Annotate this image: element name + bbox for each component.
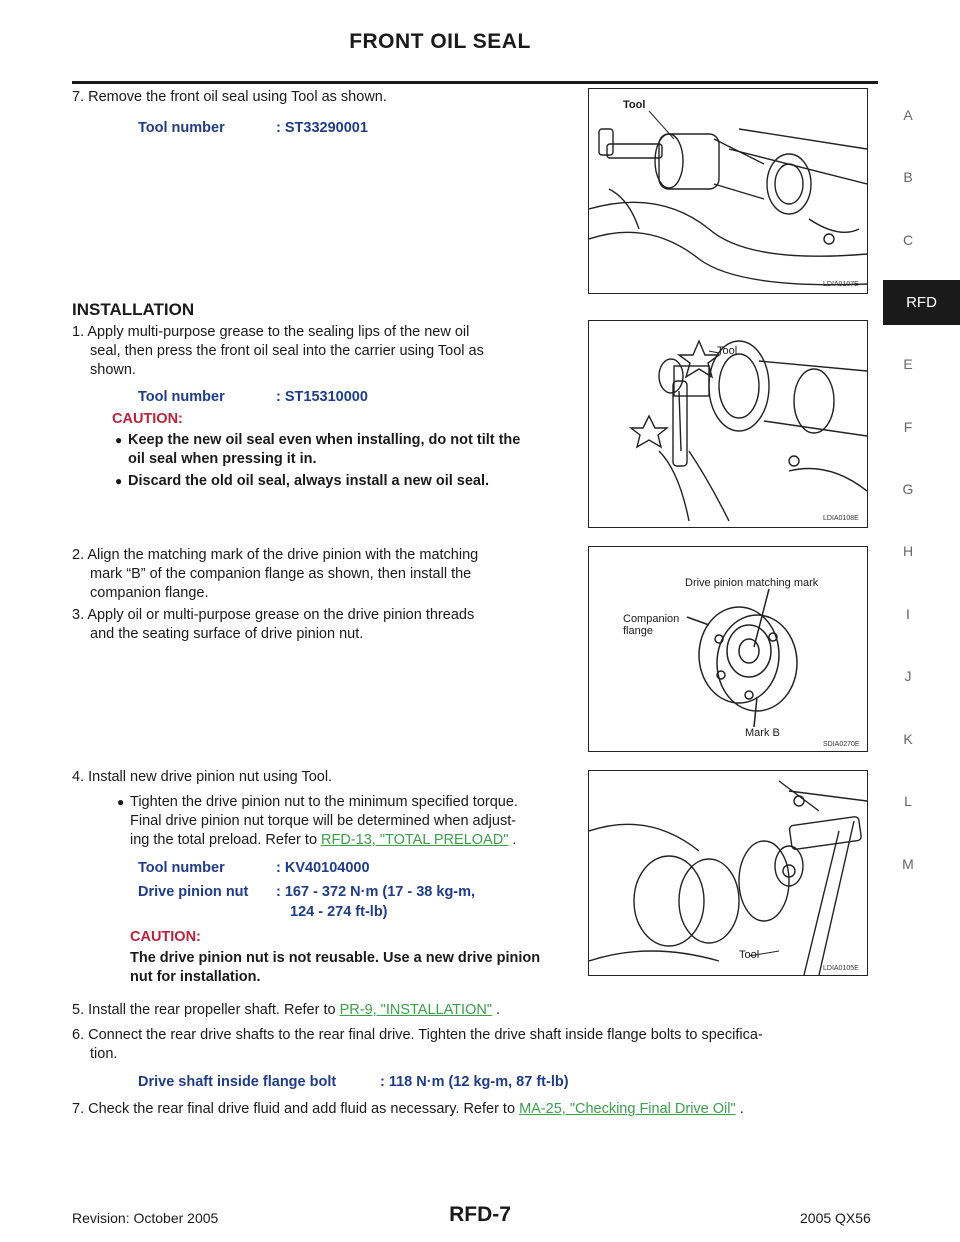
figure-3-companion-label-2: flange <box>623 625 653 637</box>
oil-seal-installation-illustration <box>628 339 867 522</box>
tool-number-value-2: : ST15310000 <box>276 389 368 405</box>
step-1-line-3: shown. <box>90 362 136 378</box>
step-4-bullet-line-3: ing the total preload. Refer to RFD-13, … <box>130 831 516 850</box>
installation-heading: INSTALLATION <box>72 300 195 319</box>
step-5-period: . <box>496 1002 501 1018</box>
tool-number-label-1: Tool number <box>138 120 225 136</box>
figure-2-tool-callout: Tool <box>717 345 738 357</box>
caution-nut-line-2: nut for installation. <box>130 969 261 985</box>
section-index-rfd-active[interactable]: RFD <box>883 280 960 325</box>
link-pr-installation[interactable]: PR-9, "INSTALLATION" <box>339 1002 492 1018</box>
step-3-line-1: 3. Apply oil or multi-purpose grease on … <box>72 607 475 623</box>
caution-heading-1: CAUTION: <box>112 411 183 427</box>
caution-heading-2: CAUTION: <box>130 929 201 945</box>
step-2-line-2: mark “B” of the companion flange as show… <box>90 566 472 582</box>
step-7-line: 7. Check the rear final drive fluid and … <box>72 1100 744 1119</box>
step-1-line-2: seal, then press the front oil seal into… <box>90 343 484 359</box>
step-5-text: 5. Install the rear propeller shaft. Ref… <box>72 1002 336 1018</box>
oil-seal-removal-illustration <box>589 110 867 286</box>
tool-number-label-2: Tool number <box>138 389 225 405</box>
figure-3-matching-mark-label: Drive pinion matching mark <box>685 577 819 589</box>
figure-4-tool-callout: Tool <box>739 949 760 961</box>
step-2-line-3: companion flange. <box>90 585 209 601</box>
caution-nut-line-1: The drive pinion nut is not reusable. Us… <box>130 950 541 966</box>
step-4-bullet-line-2: Final drive pinion nut torque will be de… <box>130 813 517 829</box>
section-index-e[interactable]: E <box>903 356 913 372</box>
figure-drive-pinion-matching: Drive pinion matching mark Companion fla… <box>588 546 868 752</box>
step-7-text: 7. Check the rear final drive fluid and … <box>72 1101 516 1117</box>
step-4-line-1: 4. Install new drive pinion nut using To… <box>72 769 333 785</box>
footer-page-code: RFD-7 <box>449 1203 511 1226</box>
section-index-c[interactable]: C <box>902 232 914 248</box>
tool-number-value-3: : KV40104000 <box>276 860 370 876</box>
drive-pinion-nut-label: Drive pinion nut <box>138 884 249 900</box>
page-title: FRONT OIL SEAL <box>349 30 531 53</box>
figure-3-mark-b-label: Mark B <box>745 727 780 739</box>
figure-1-code: LDIA0107E <box>823 281 859 288</box>
flange-bolt-spec-value: : 118 N·m (12 kg-m, 87 ft-lb) <box>380 1074 569 1090</box>
figure-oil-seal-installation: Tool LDIA0108E <box>588 320 868 528</box>
section-index-j[interactable]: J <box>904 668 912 684</box>
figure-1-tool-callout: Tool <box>623 99 646 111</box>
figure-4-code: LDIA0105E <box>823 965 859 972</box>
step-4-bullet-line-1: Tighten the drive pinion nut to the mini… <box>130 794 518 810</box>
bullet-icon: ● <box>115 433 123 447</box>
drive-pinion-matching-illustration <box>686 588 798 728</box>
step-6-line-1: 6. Connect the rear drive shafts to the … <box>72 1027 763 1043</box>
title-divider <box>72 81 878 84</box>
section-index-h[interactable]: H <box>902 543 914 559</box>
flange-bolt-spec-label: Drive shaft inside flange bolt <box>138 1074 337 1090</box>
drive-pinion-nut-illustration <box>589 780 867 975</box>
drive-pinion-nut-torque-cont: 124 - 274 ft-lb) <box>290 904 388 920</box>
link-total-preload[interactable]: RFD-13, "TOTAL PRELOAD" <box>321 832 509 848</box>
section-index-f[interactable]: F <box>903 419 913 435</box>
drive-pinion-nut-torque: : 167 - 372 N·m (17 - 38 kg-m, <box>276 884 476 900</box>
tool-number-value-1: : ST33290001 <box>276 120 368 136</box>
step-3-line-2: and the seating surface of drive pinion … <box>90 626 364 642</box>
step-remove-text: 7. Remove the front oil seal using Tool … <box>72 89 387 105</box>
caution-item-2: ● Discard the old oil seal, always insta… <box>115 472 490 491</box>
step-4-bullet: ● Tighten the drive pinion nut to the mi… <box>117 793 518 812</box>
step-1-line-1: 1. Apply multi-purpose grease to the sea… <box>72 324 470 340</box>
caution-item-1-line-1: Keep the new oil seal even when installi… <box>128 432 521 448</box>
step-4-refer-text: ing the total preload. Refer to <box>130 832 318 848</box>
figure-2-code: LDIA0108E <box>823 515 859 522</box>
step-7-period: . <box>739 1101 744 1117</box>
section-index-g[interactable]: G <box>902 481 914 497</box>
section-index-m[interactable]: M <box>902 856 914 872</box>
section-index-b[interactable]: B <box>903 169 913 185</box>
figure-oil-seal-removal: Tool LDIA0107E <box>588 88 868 294</box>
caution-item-1: ● Keep the new oil seal even when instal… <box>115 431 521 450</box>
section-index-l[interactable]: L <box>904 793 912 809</box>
caution-item-1-line-2: oil seal when pressing it in. <box>128 451 317 467</box>
step-2-line-1: 2. Align the matching mark of the drive … <box>72 547 479 563</box>
footer-revision: Revision: October 2005 <box>72 1210 219 1226</box>
section-index-k[interactable]: K <box>903 731 913 747</box>
step-6-line-2: tion. <box>90 1046 118 1062</box>
step-5-line: 5. Install the rear propeller shaft. Ref… <box>72 1001 500 1020</box>
section-index-a[interactable]: A <box>903 107 913 123</box>
section-index-i[interactable]: I <box>906 606 910 622</box>
tool-number-label-3: Tool number <box>138 860 225 876</box>
caution-item-2-text: Discard the old oil seal, always install… <box>128 473 490 489</box>
step-4-period: . <box>512 832 517 848</box>
bullet-icon: ● <box>117 795 125 809</box>
bullet-icon: ● <box>115 474 123 488</box>
link-checking-final-drive-oil[interactable]: MA-25, "Checking Final Drive Oil" <box>519 1101 736 1117</box>
figure-3-companion-label-1: Companion <box>623 613 680 625</box>
figure-drive-pinion-nut: Tool LDIA0105E <box>588 770 868 976</box>
footer-model: 2005 QX56 <box>800 1210 871 1226</box>
figure-3-code: SDIA0270E <box>823 741 860 748</box>
